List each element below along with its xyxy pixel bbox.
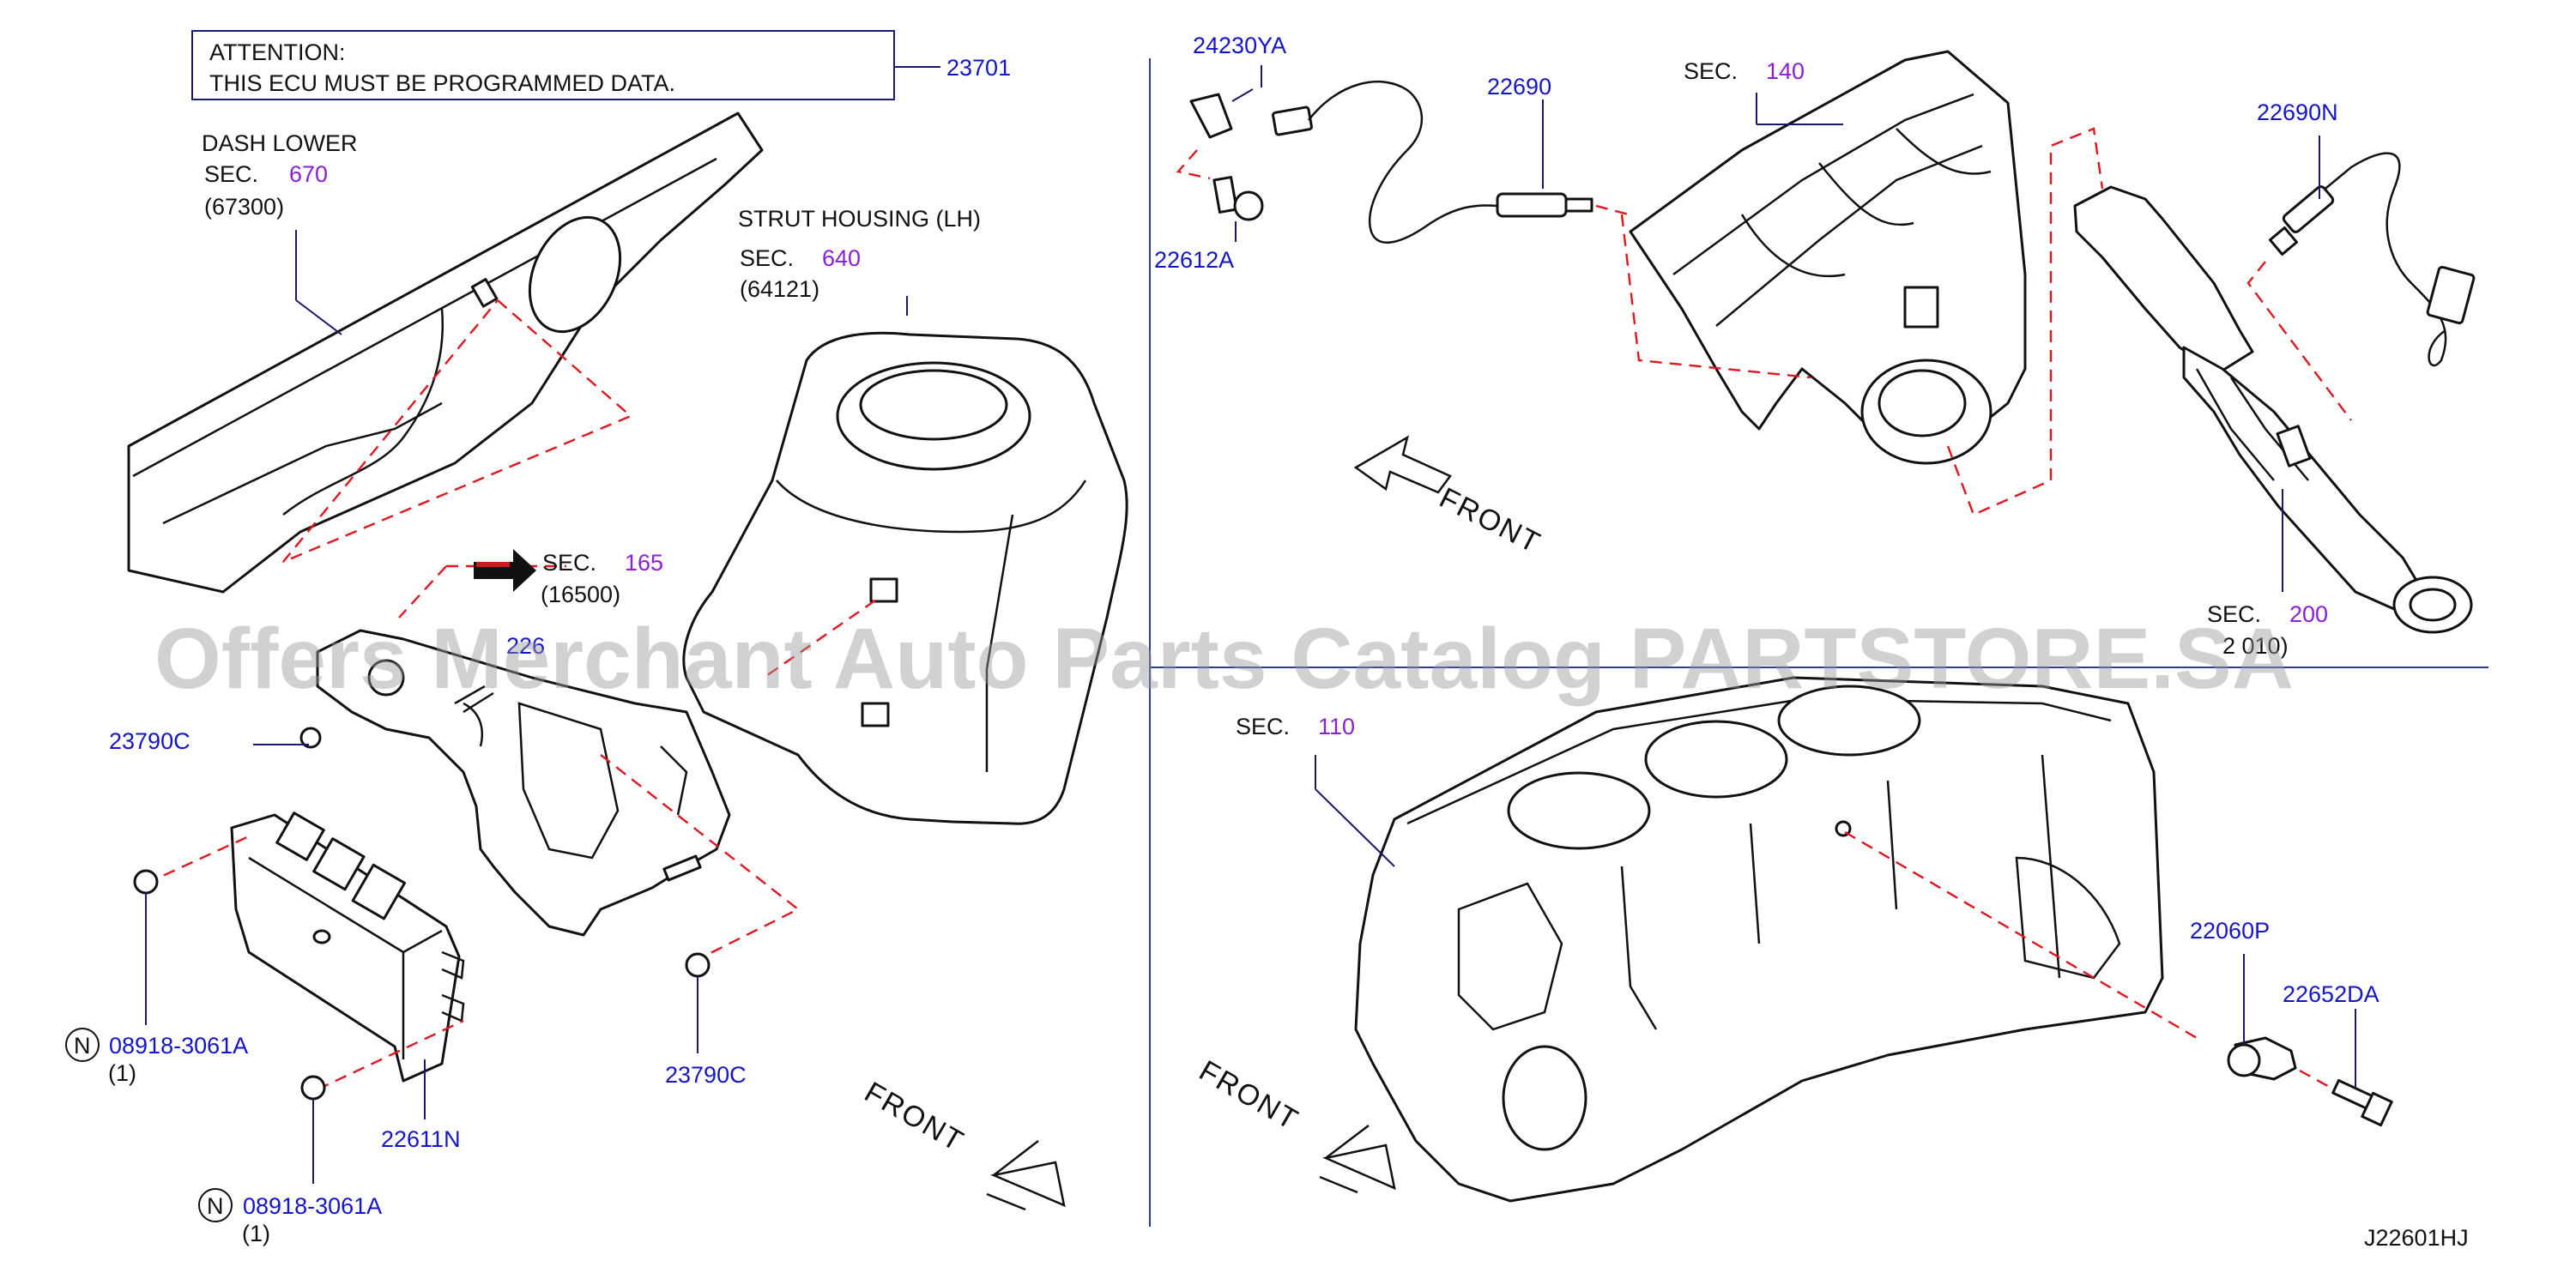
svg-text:SEC.: SEC.	[204, 161, 258, 187]
callout-24230YA[interactable]: 24230YA	[1193, 33, 1286, 58]
callout-22690[interactable]: 22690	[1487, 74, 1551, 100]
attention-note: ATTENTION: THIS ECU MUST BE PROGRAMMED D…	[191, 30, 940, 100]
drawing-id: J22601HJ	[2364, 1225, 2469, 1251]
callout-22612A[interactable]: 22612A	[1154, 247, 1234, 273]
callout-23701[interactable]: 23701	[946, 55, 1011, 81]
sec165-arrow	[474, 549, 536, 592]
heated-oxygen-sensor-harness	[1176, 80, 1630, 244]
fasteners-left	[133, 727, 711, 1101]
front-arrow-left: FRONT	[859, 1076, 1066, 1211]
sec-140-link[interactable]: 140	[1766, 58, 1805, 84]
svg-text:FRONT: FRONT	[1434, 481, 1545, 560]
svg-text:ATTENTION:: ATTENTION:	[209, 39, 346, 65]
quadrant-dividers	[1149, 58, 2488, 1227]
callout-23790C-right[interactable]: 23790C	[665, 1062, 747, 1088]
svg-text:FRONT: FRONT	[1194, 1054, 1304, 1137]
sec-200-link[interactable]: 200	[2289, 601, 2328, 627]
svg-text:(64121): (64121)	[740, 276, 819, 302]
cylinder-block	[1354, 676, 2198, 1203]
strut-housing-title: STRUT HOUSING (LH)	[738, 206, 981, 232]
air-fuel-ratio-sensor	[2246, 152, 2476, 421]
dash-lower-panel	[127, 112, 764, 594]
labels: DASH LOWER SEC. 670 (67300) STRUT HOUSIN…	[202, 58, 2328, 739]
sec-670-link[interactable]: 670	[289, 161, 328, 187]
svg-text:(1): (1)	[242, 1221, 270, 1246]
svg-text:N: N	[74, 1033, 91, 1059]
svg-text:SEC.: SEC.	[542, 550, 596, 576]
callout-22652DA[interactable]: 22652DA	[2283, 981, 2379, 1007]
leader-lines	[145, 65, 2356, 1184]
dash-lower-title: DASH LOWER	[202, 130, 358, 156]
ecu-bracket	[316, 564, 801, 962]
callout-08918-3061A-bottom[interactable]: 08918-3061A	[243, 1193, 382, 1219]
catalytic-converter	[2073, 185, 2473, 634]
svg-text:SEC.: SEC.	[740, 245, 794, 271]
svg-text:(16500): (16500)	[541, 582, 620, 607]
knock-sensor	[2227, 1036, 2393, 1127]
sec-640-link[interactable]: 640	[822, 245, 861, 271]
strut-housing-lh	[682, 331, 1128, 825]
n-badge-icon	[198, 1188, 233, 1222]
svg-text:(67300): (67300)	[204, 194, 284, 220]
svg-text:SEC.: SEC.	[2207, 601, 2261, 627]
watermark: Offers Merchant Auto Parts Catalog PARTS…	[154, 611, 2294, 707]
callout-22060P[interactable]: 22060P	[2190, 918, 2270, 944]
ecu-module	[145, 811, 465, 1091]
sec-110-link[interactable]: 110	[1318, 714, 1355, 739]
callout-23790C-left[interactable]: 23790C	[109, 728, 190, 754]
n-badge-icon	[65, 1028, 100, 1062]
part-callouts: 23701 24230YA 22690 22612A 22690N 23790C…	[65, 33, 2379, 1246]
svg-text:2 010): 2 010)	[2222, 633, 2289, 659]
front-arrow-top: FRONT	[1353, 435, 1546, 560]
callout-08918-3061A-top[interactable]: 08918-3061A	[109, 1033, 248, 1059]
svg-text:THIS ECU MUST BE PROGR: THIS ECU MUST BE PROGRAMMED DATA.	[209, 70, 675, 96]
svg-text:FRONT: FRONT	[859, 1076, 970, 1158]
svg-text:SEC.: SEC.	[1684, 58, 1738, 84]
sec-165-link[interactable]: 165	[625, 550, 663, 576]
exhaust-manifold	[1620, 50, 2104, 516]
callout-22611N[interactable]: 22611N	[381, 1126, 461, 1152]
svg-text:N: N	[207, 1193, 224, 1219]
front-arrow-right: FRONT	[1194, 1054, 1396, 1194]
svg-text:SEC.: SEC.	[1236, 714, 1290, 739]
callout-22690N[interactable]: 22690N	[2257, 100, 2338, 125]
svg-text:(1): (1)	[108, 1060, 136, 1086]
callout-226-partial[interactable]: 226	[506, 633, 545, 659]
